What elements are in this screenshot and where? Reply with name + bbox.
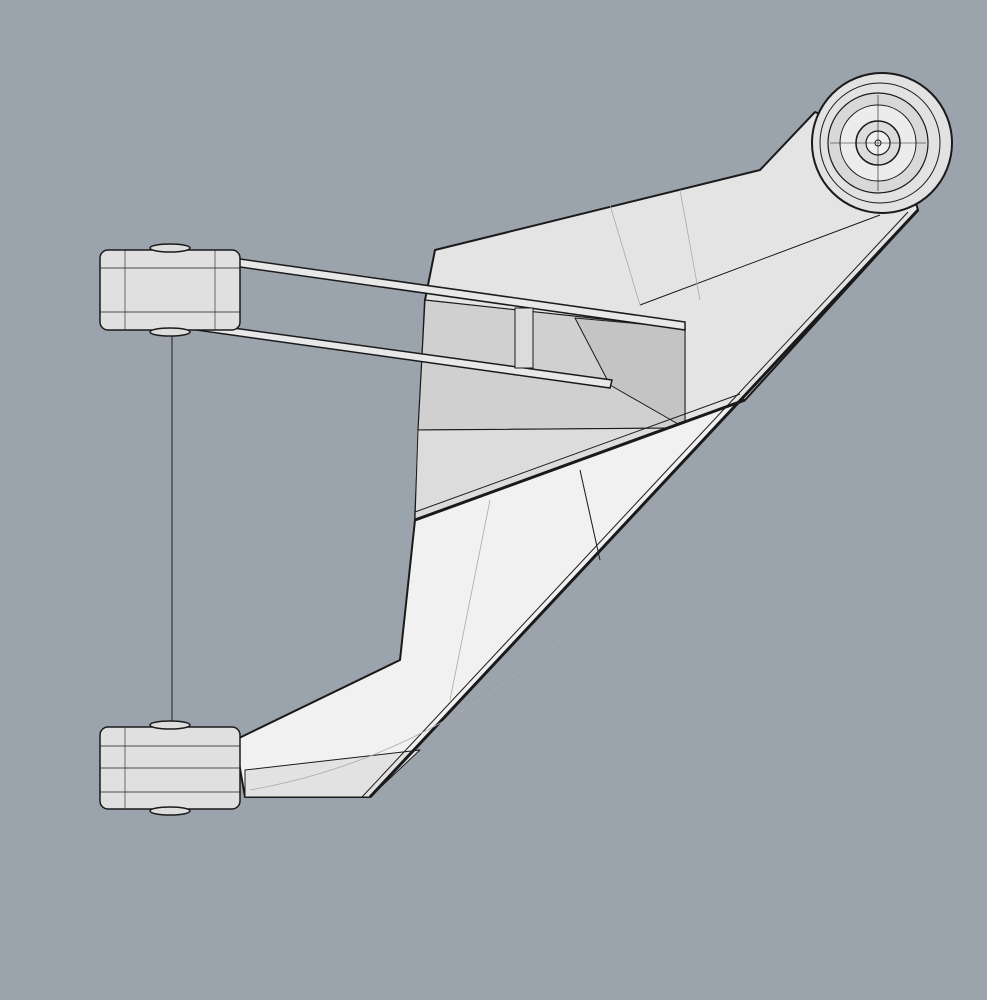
- lower-left-bushing[interactable]: [99, 720, 241, 816]
- ball-joint-bushing[interactable]: [811, 72, 953, 214]
- upper-left-bushing[interactable]: [99, 243, 241, 337]
- arm-plate[interactable]: [234, 111, 920, 799]
